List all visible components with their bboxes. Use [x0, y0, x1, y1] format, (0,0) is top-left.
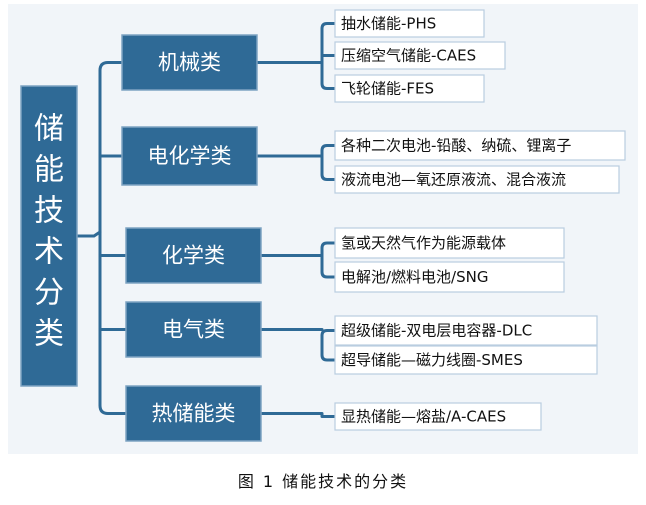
root-label-char: 能: [34, 153, 64, 188]
root-connector: [75, 230, 102, 238]
item-label: 压缩空气储能-CAES: [341, 47, 476, 65]
category-label: 电化学类: [148, 144, 232, 168]
item-label: 飞轮储能-FES: [341, 80, 434, 98]
item-box: [334, 74, 485, 103]
item-box: [334, 402, 542, 431]
item-box: [334, 315, 598, 346]
item-label: 显热储能—熔盐/A-CAES: [341, 408, 506, 426]
item-box: [334, 261, 565, 293]
category-box: [125, 385, 262, 442]
category-box: [121, 126, 258, 186]
main-bracket: [98, 61, 128, 415]
item-box: [334, 41, 506, 70]
item-label: 超级储能-双电层电容器-DLC: [341, 322, 532, 340]
figure-caption: 图 1 储能技术的分类: [237, 472, 409, 491]
category-label: 机械类: [158, 51, 221, 75]
item-label: 各种二次电池-铅酸、纳硫、锂离子: [341, 137, 571, 155]
category-box: [125, 301, 262, 358]
sub-bracket: [315, 412, 337, 418]
items: 抽水储能-PHS 压缩空气储能-CAES 飞轮储能-FES 各种二次电池-铅酸、纳硫、…: [334, 9, 626, 431]
item-label: 液流电池—氧还原液流、混合液流: [341, 171, 566, 189]
category-label: 电气类: [162, 318, 225, 342]
root-node-box: [20, 85, 78, 387]
root-label-char: 分: [34, 276, 64, 311]
item-label: 氢或天然气作为能源载体: [341, 234, 506, 252]
category-box: [125, 227, 262, 284]
item-label: 超导储能—磁力线圈-SMES: [341, 351, 523, 369]
sub-bracket: [320, 241, 337, 279]
category-label: 热储能类: [152, 402, 236, 426]
category-label: 化学类: [162, 244, 225, 268]
item-label: 电解池/燃料电池/SNG: [341, 268, 488, 286]
root-label-char: 类: [34, 317, 64, 352]
category-box: [121, 34, 258, 91]
sub-bracket: [320, 329, 337, 362]
root-label-char: 储: [34, 112, 64, 147]
item-box: [334, 345, 598, 375]
item-box: [334, 9, 485, 38]
item-box: [334, 130, 626, 161]
item-box: [334, 165, 620, 194]
item-label: 抽水储能-PHS: [341, 15, 436, 33]
root-label-char: 术: [34, 235, 64, 270]
sub-bracket: [320, 144, 337, 181]
brackets: [75, 22, 337, 418]
item-box: [334, 227, 565, 259]
root-label-char: 技: [34, 194, 64, 229]
